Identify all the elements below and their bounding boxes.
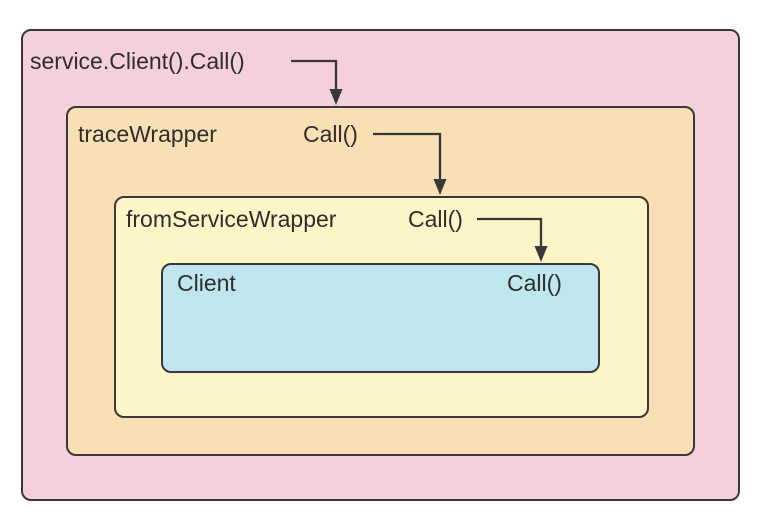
from-service-wrapper-call-label: Call()	[408, 206, 463, 232]
client-label: Client	[177, 270, 236, 296]
entry-call-label: service.Client().Call()	[30, 48, 245, 74]
trace-wrapper-label: traceWrapper	[78, 121, 217, 147]
client-box	[161, 263, 600, 373]
client-call-label: Call()	[507, 270, 562, 296]
from-service-wrapper-label: fromServiceWrapper	[126, 206, 337, 232]
trace-wrapper-call-label: Call()	[303, 121, 358, 147]
